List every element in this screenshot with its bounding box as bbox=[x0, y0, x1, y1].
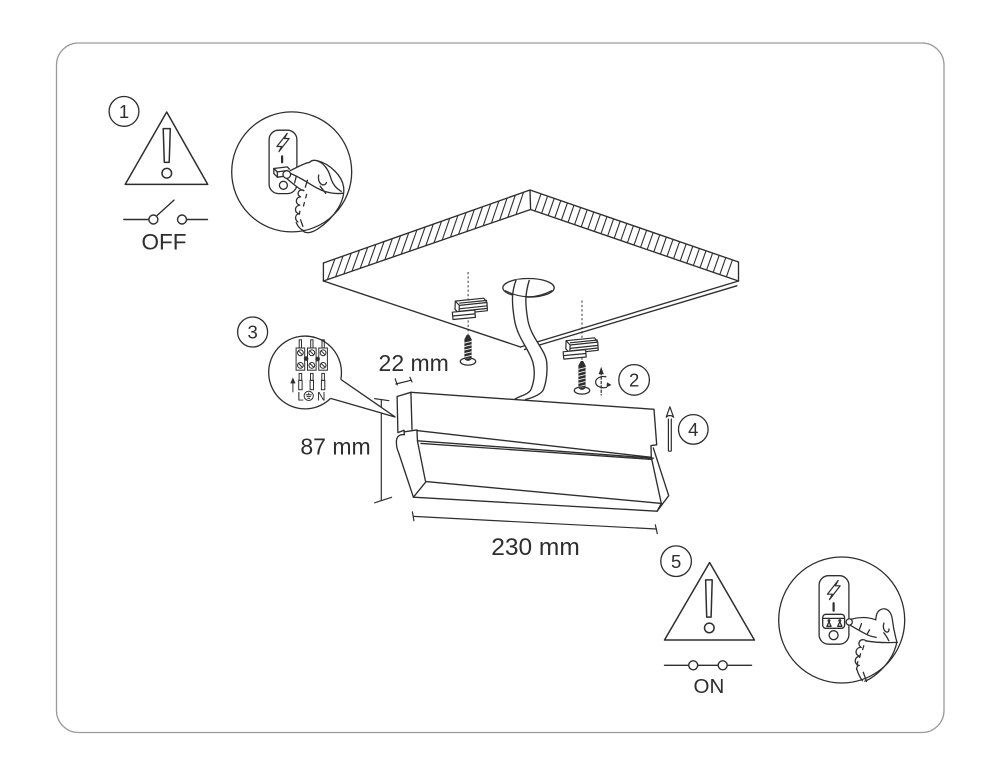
svg-text:87 mm: 87 mm bbox=[300, 434, 370, 460]
svg-text:22 mm: 22 mm bbox=[379, 350, 449, 376]
svg-text:1: 1 bbox=[119, 101, 129, 122]
svg-text:4: 4 bbox=[688, 419, 698, 440]
svg-text:ON: ON bbox=[694, 675, 725, 698]
svg-text:3: 3 bbox=[247, 322, 257, 343]
svg-text:N: N bbox=[317, 391, 325, 403]
svg-text:230 mm: 230 mm bbox=[491, 534, 580, 561]
svg-text:L: L bbox=[297, 391, 304, 403]
svg-text:OFF: OFF bbox=[142, 229, 187, 254]
svg-text:2: 2 bbox=[629, 370, 639, 391]
svg-text:5: 5 bbox=[671, 551, 681, 572]
